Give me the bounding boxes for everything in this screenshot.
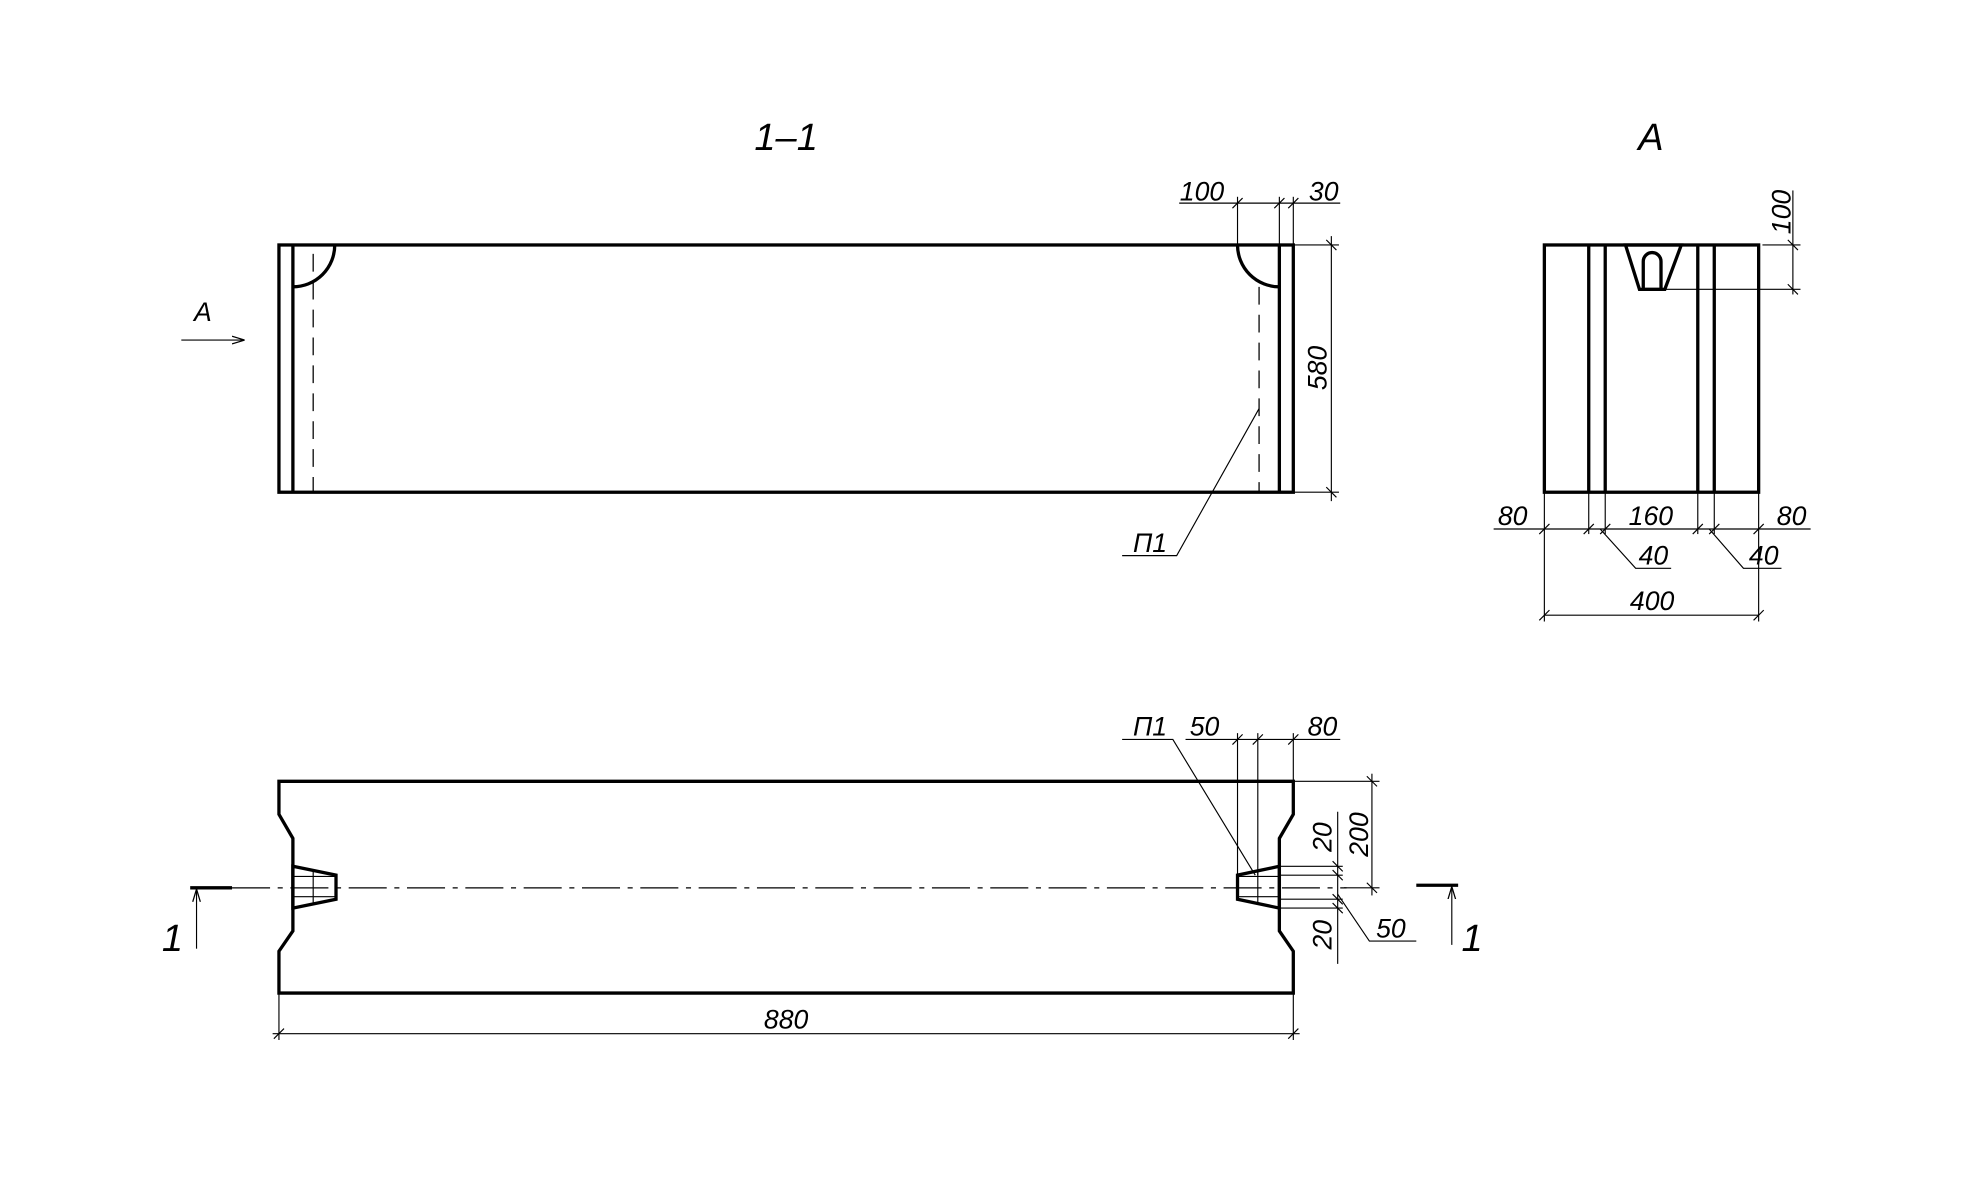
dim-580: 580 (1302, 346, 1332, 391)
dim-400: 400 (1630, 586, 1675, 616)
section-title: 1–1 (754, 117, 817, 159)
dim-50-insert-height: 50 (1376, 913, 1406, 943)
view-title: А (1636, 117, 1663, 159)
dim-40-right: 40 (1749, 540, 1779, 570)
dim-40-left: 40 (1639, 540, 1669, 570)
dim-20-upper: 20 (1307, 822, 1337, 853)
dim-slot-100: 100 (1766, 190, 1796, 235)
dim-200: 200 (1344, 812, 1374, 858)
dim-160: 160 (1629, 501, 1674, 531)
section-mark-right: 1 (1462, 918, 1483, 960)
dim-80-left: 80 (1498, 501, 1528, 531)
plan-view: 1 1 (162, 712, 1483, 1040)
dim-880: 880 (764, 1005, 809, 1035)
dim-20-lower: 20 (1307, 920, 1337, 951)
dim-30: 30 (1309, 177, 1339, 207)
section-mark-left: 1 (162, 918, 183, 960)
dim-80-right: 80 (1777, 501, 1807, 531)
section-view: А 100 30 580 П1 (181, 177, 1341, 558)
dim-80-edge: 80 (1308, 712, 1338, 742)
leader-p1: П1 (1133, 528, 1167, 558)
dim-100: 100 (1180, 177, 1225, 207)
end-view: 100 80 160 80 40 40 400 (1493, 190, 1811, 622)
view-arrow-label: А (192, 297, 212, 327)
leader-p1-plan: П1 (1133, 712, 1167, 742)
dim-50-insert: 50 (1190, 712, 1220, 742)
